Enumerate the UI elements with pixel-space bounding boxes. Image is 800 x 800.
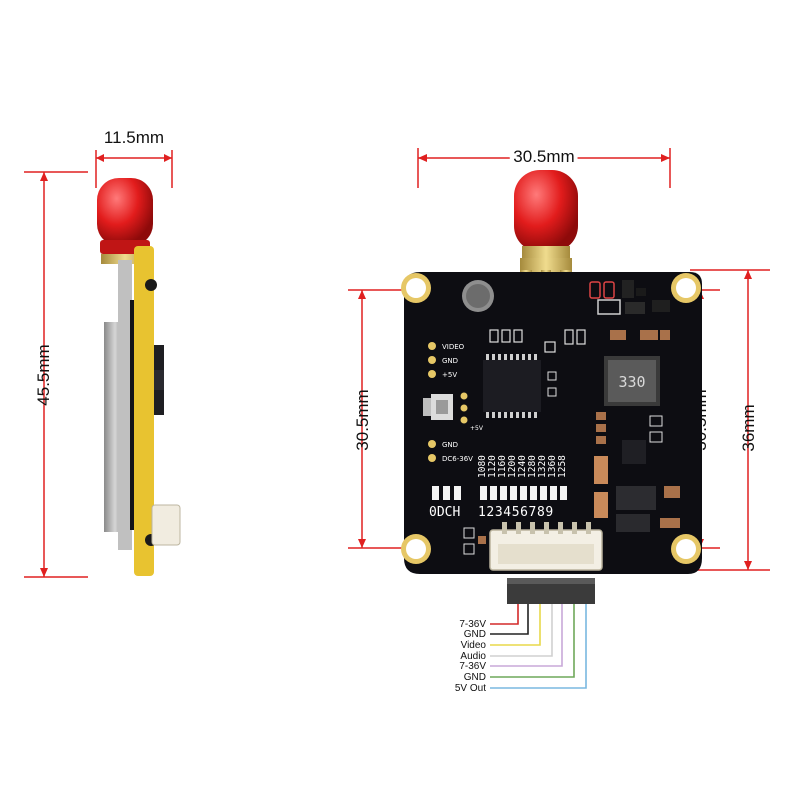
wire-label-4: Audio [460,651,486,662]
wire-label-7: 5V Out [455,683,486,694]
connector-side [151,504,181,546]
wire-2 [490,604,529,635]
side-width-label: 11.5mm [104,128,164,147]
pin-label-video: VIDEO [442,343,465,351]
push-button [423,394,453,420]
wire-label-1: 7-36V [459,619,486,630]
left-height-label: 30.5mm [353,389,372,450]
frequency-table: 1080 1120 1160 1200 1240 1280 1320 1360 … [477,455,568,478]
top-right-components [589,280,670,340]
microphone [462,280,494,312]
bottom-pads [463,527,486,555]
pin-label-gnd-bottom: GND [442,441,458,449]
wiring-diagram: 7-36V GND Video Audio 7-36V GND 5V Out [455,604,587,694]
pin-pads-top: VIDEO GND +5V [428,342,465,379]
wire-5 [490,604,563,667]
freq-9: 1258 [557,455,568,478]
freq-8: 1360 [547,455,558,478]
board-height-dimension: 36mm [690,269,770,571]
wires [490,604,587,689]
pin-pads-bottom: GND DC6-36V [428,440,473,463]
side-view: 11.5mm 45.5mm [24,128,181,578]
board-edge [118,260,132,550]
board-height-label: 36mm [739,404,758,451]
side-pcb [134,246,154,576]
front-view: 30.5mm 30.5mm 30.5mm 36mm [348,143,770,604]
freq-4: 1200 [507,455,518,478]
wire-6 [490,604,575,678]
power-components [594,412,680,532]
inductor: 330 [604,356,660,406]
freq-7: 1320 [537,455,548,478]
freq-6: 1280 [527,455,538,478]
pin-label-right-5v: +5V [470,425,484,432]
wire-label-3: Video [461,640,487,651]
main-ic [483,354,541,418]
inductor-marking: 330 [618,373,645,391]
pin-label-5v: +5V [442,371,457,379]
freq-5: 1240 [517,455,528,478]
top-width-label: 30.5mm [513,147,574,166]
mounting-holes [401,273,701,564]
freq-1: 1080 [477,455,488,478]
wire-label-6: GND [464,672,486,683]
channel-leds [432,486,567,500]
pin-label-dc: DC6-36V [442,455,473,463]
pcb-board [404,272,702,574]
ic-side-parts [547,371,557,397]
small-capacitors [489,329,586,353]
side-height-label: 45.5mm [34,344,53,405]
wire-label-2: GND [464,629,486,640]
channel-digits: 123456789 [478,505,554,520]
side-height-dimension: 45.5mm [24,171,88,578]
wire-connector [489,522,603,571]
wire-4 [490,604,553,657]
pin-pads-right: +5V [460,392,484,432]
freq-2: 1120 [487,455,498,478]
wire-1 [490,604,519,625]
wire-label-5: 7-36V [459,661,486,672]
top-width-dimension: 30.5mm [417,143,671,188]
side-width-dimension: 11.5mm [95,128,173,188]
freq-3: 1160 [497,455,508,478]
wire-3 [490,604,541,646]
ch-label: 0DCH [429,505,460,520]
left-height-dimension: 30.5mm [348,289,410,549]
wire-7 [490,604,587,689]
pin-label-gnd: GND [442,357,458,365]
